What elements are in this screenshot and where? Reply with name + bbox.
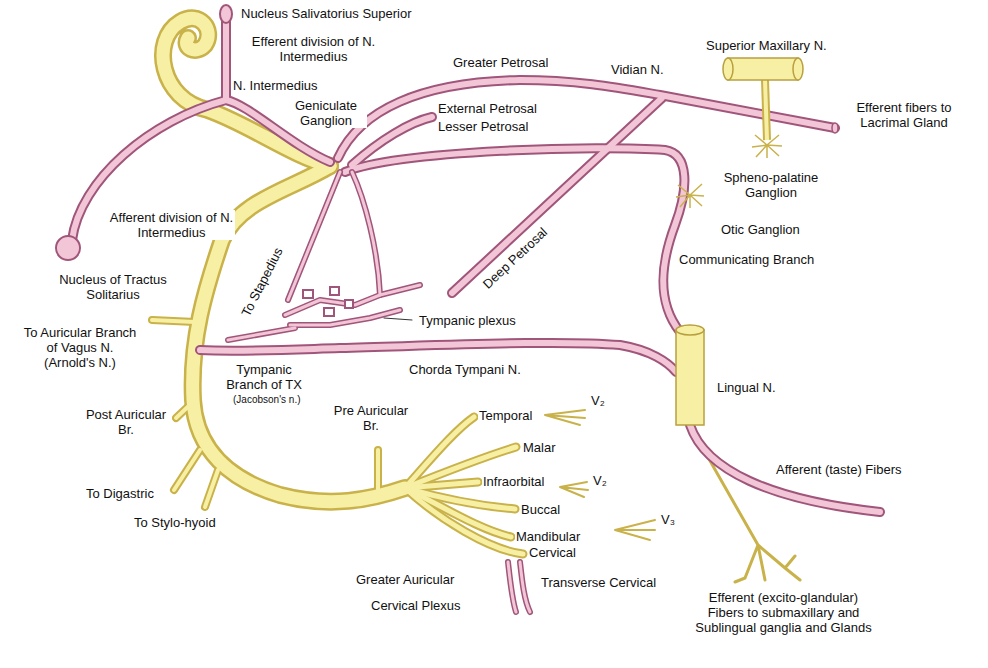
nerve-label: Efferent (excito-glandular) Fibers to su… [690, 590, 877, 635]
nucleus-blob [56, 236, 80, 260]
nerve-label: Nucleus Salivatorius Superior [240, 6, 413, 21]
nerve-label: V₂ [590, 393, 606, 408]
nerve-label: Temporal [478, 408, 533, 423]
nerve-label: Afferent (taste) Fibers [775, 462, 902, 477]
nerve-label: V₂ [592, 473, 608, 488]
nerve-label: Lingual N. [716, 380, 777, 395]
nerve-label: Cervical [528, 545, 577, 560]
nerve-label: Tympanic plexus [418, 313, 517, 328]
nerve-label: V₃ [660, 512, 676, 527]
nerve-label: Post Auricular Br. [80, 407, 172, 437]
nerve-label: N. Intermedius [232, 78, 319, 93]
nucleus-blob [220, 5, 232, 23]
nerve-end [832, 123, 838, 133]
nerve-label: (Jacobson's n.) [232, 394, 302, 406]
nerve-label: Buccal [520, 502, 561, 517]
nerve-label: Communicating Branch [678, 252, 815, 267]
nerve-label: Otic Ganglion [720, 222, 801, 237]
nerve-label: Mandibular [515, 529, 581, 544]
nerve-label: To Auricular Branch of Vagus N. (Arnold'… [20, 325, 140, 370]
intermedius-nerves [72, 22, 880, 512]
nerve-label: Superior Maxillary N. [705, 38, 828, 53]
plexus-branches [228, 172, 530, 612]
nerve-label: Nucleus of Tractus Solitarius [58, 272, 168, 302]
nerve-label: External Petrosal [437, 101, 538, 116]
nerve-label: Deep Petrosal [479, 224, 551, 293]
nerve-label: Infraorbital [482, 474, 545, 489]
nerve-label: Transverse Cervical [540, 575, 657, 590]
nerve-label: Malar [522, 440, 557, 455]
nerve-label: Tympanic Branch of TX [213, 362, 315, 392]
trigeminal-fan [545, 410, 655, 540]
nerve-label: To Digastric [85, 486, 155, 501]
nerve-label: Spheno-palatine Ganglion [715, 170, 827, 200]
nerve-label: Afferent division of N. Intermedius [108, 210, 235, 240]
nerve-label: Efferent fibers to Lacrimal Gland [848, 100, 960, 130]
nerve-label: To Stylo-hyoid [133, 515, 217, 530]
plexus-loops [303, 287, 353, 316]
nerve-label: Pre Auricular Br. [330, 403, 412, 433]
nerve-label: Lesser Petrosal [437, 119, 529, 134]
nerve-label: Geniculate Ganglion [285, 98, 367, 128]
facial-nerve [152, 18, 523, 554]
nerve-label: Cervical Plexus [370, 598, 462, 613]
nerve-label: Efferent division of N. Intermedius [250, 34, 377, 64]
nerve-label: Greater Auricular [355, 572, 455, 587]
nerve-label: Vidian N. [610, 62, 665, 77]
maxillary-nerve [723, 58, 803, 140]
nerve-label: Greater Petrosal [452, 55, 549, 70]
lingual-nerve [676, 325, 704, 425]
nerve-label: Chorda Tympani N. [408, 362, 522, 377]
leader-line [384, 318, 412, 320]
nerve-label: To Stapedius [238, 244, 286, 320]
